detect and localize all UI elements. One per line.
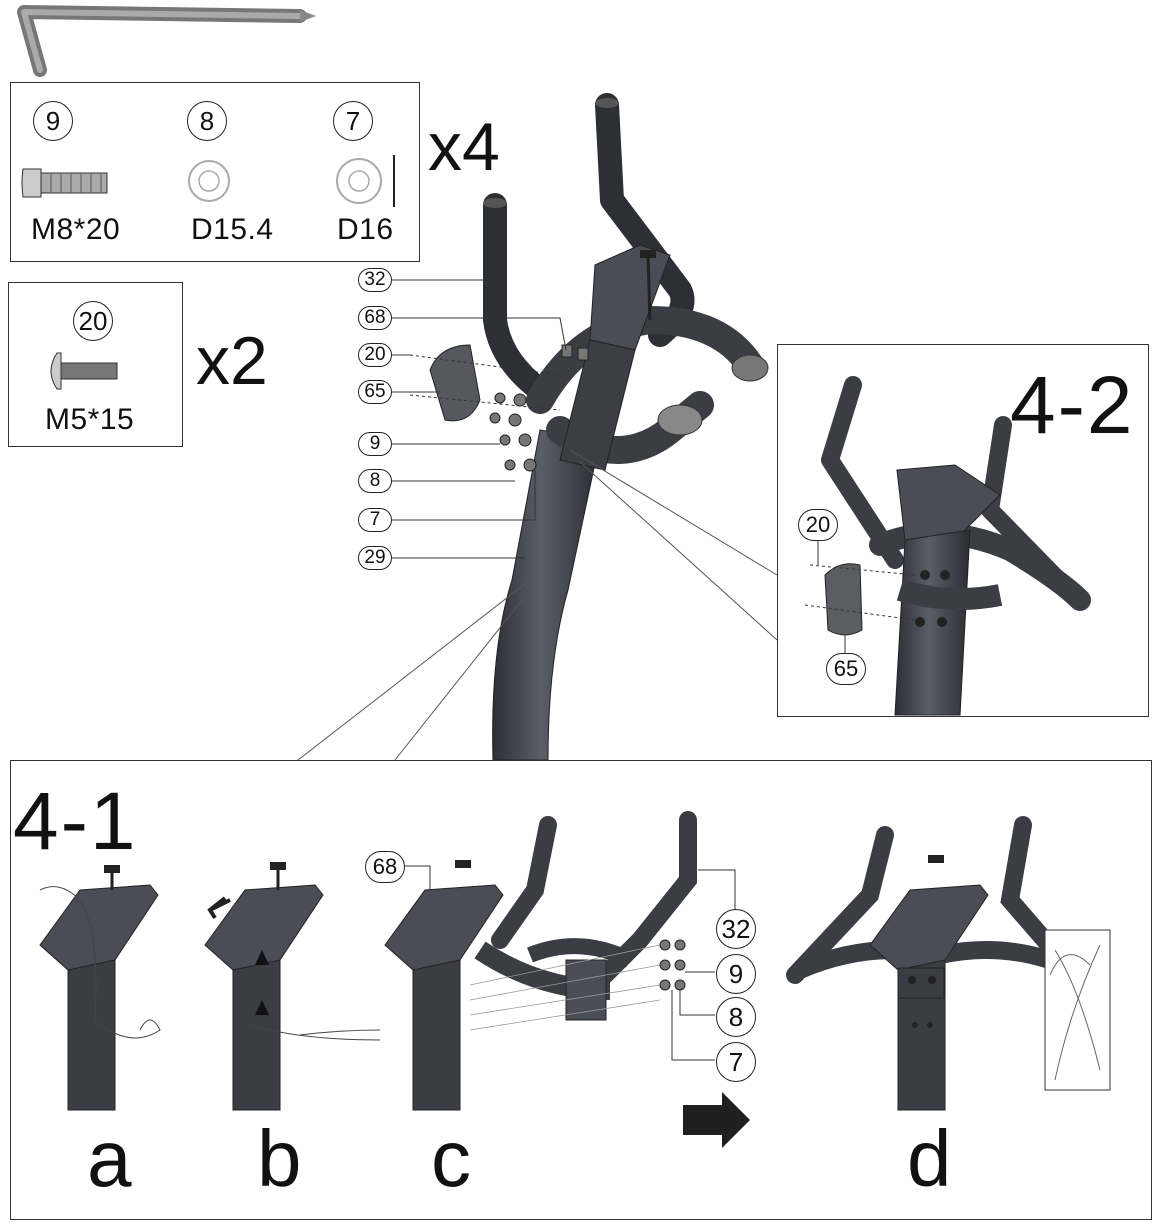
callout-65: 65 — [358, 380, 392, 404]
next-arrow-icon — [683, 1092, 750, 1148]
console-mount-plate — [559, 244, 671, 471]
detail-4-2-box: 4-2 20 65 — [777, 344, 1149, 717]
callout-20: 20 — [358, 343, 392, 367]
callout-8: 8 — [358, 469, 392, 493]
detail-callout-20: 20 — [798, 509, 838, 541]
part-number-8: 8 — [187, 101, 227, 141]
step-callout-9: 9 — [716, 954, 756, 994]
zoom-lines — [297, 449, 778, 761]
screw-icon — [50, 352, 118, 390]
hardware-box-1: 9 8 7 M8*20 D15.4 D16 — [10, 82, 420, 262]
part-size-8: D15.4 — [191, 213, 274, 246]
step-b-drawing — [204, 862, 381, 1111]
step-c-drawing — [384, 811, 736, 1111]
part-size-9: M8*20 — [31, 213, 121, 246]
part-size-20: M5*15 — [45, 403, 135, 436]
bolts-washers — [489, 344, 589, 472]
callout-32: 32 — [358, 268, 392, 292]
allen-key-icon — [17, 5, 316, 77]
part-number-7: 7 — [333, 101, 373, 141]
detail-4-1-box: 4-1 68 32 9 8 7 a b c d — [10, 760, 1152, 1220]
callout-9: 9 — [358, 432, 392, 456]
callout-29: 29 — [358, 546, 392, 570]
grip-icon — [657, 404, 703, 436]
callout-68: 68 — [358, 306, 392, 330]
step-label-a: a — [87, 1114, 132, 1203]
step-callout-68: 68 — [365, 851, 405, 883]
step-callout-8: 8 — [716, 997, 756, 1037]
step-label-c: c — [431, 1114, 471, 1203]
upright-post-29 — [492, 429, 601, 761]
cover-65 — [409, 344, 561, 422]
step-d-drawing — [786, 816, 1084, 1111]
spring-washer-icon — [188, 160, 230, 202]
bolt-icon — [21, 155, 395, 207]
step-callout-7: 7 — [716, 1042, 756, 1082]
quantity-x2: x2 — [196, 323, 268, 399]
detail-title-4-1: 4-1 — [13, 776, 138, 867]
step-label-d: d — [907, 1114, 952, 1203]
callout-7: 7 — [358, 508, 392, 532]
detail-title-4-2: 4-2 — [1010, 360, 1135, 451]
wire-warning-icon — [1044, 929, 1111, 1091]
flat-washer-icon — [336, 158, 382, 204]
part-number-20: 20 — [73, 301, 113, 341]
grip-icon — [731, 354, 769, 382]
step-a-drawing — [39, 865, 161, 1111]
detail-4-2-drawing — [804, 376, 1091, 716]
quantity-x4: x4 — [428, 109, 500, 185]
detail-callout-65: 65 — [826, 653, 866, 685]
step-label-b: b — [257, 1114, 302, 1203]
part-number-9: 9 — [33, 101, 73, 141]
step-callout-32: 32 — [716, 909, 756, 949]
part-size-7: D16 — [337, 213, 394, 246]
main-leader-lines — [392, 279, 567, 559]
hardware-box-2: 20 M5*15 — [8, 282, 183, 447]
